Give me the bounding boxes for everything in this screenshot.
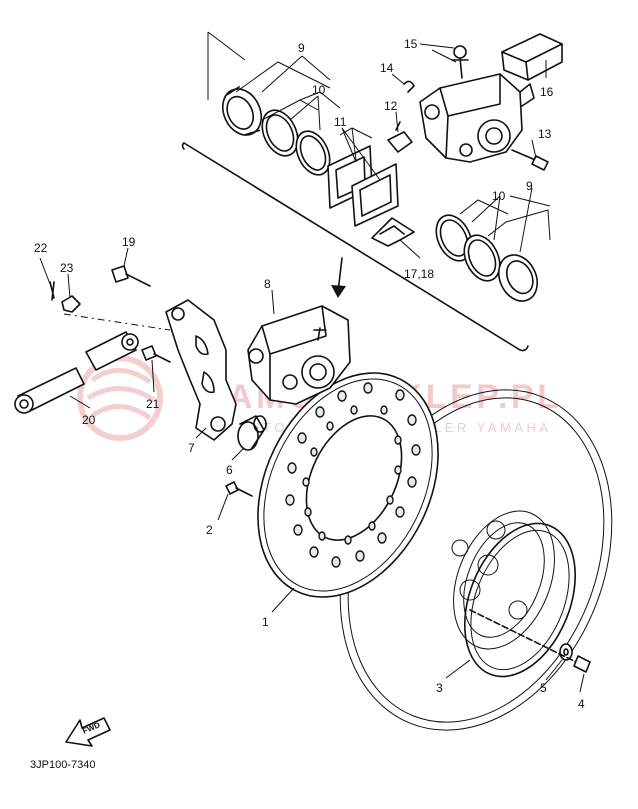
cotter-pin xyxy=(49,281,55,301)
seal-left-2 xyxy=(295,130,331,176)
seal-right-1 xyxy=(435,214,473,262)
drawing-code: 3JP100-7340 xyxy=(30,759,95,771)
piston-right xyxy=(497,254,539,302)
bolt-19 xyxy=(111,265,151,287)
label-23: 23 xyxy=(60,261,74,275)
leader-lines xyxy=(39,43,585,693)
label-9a: 9 xyxy=(298,41,305,55)
part-labels: 9 10 11 12 14 15 16 13 10 9 17,18 8 19 2… xyxy=(34,37,585,711)
caliper-bracket xyxy=(165,299,237,441)
label-3: 3 xyxy=(436,681,443,695)
label-14: 14 xyxy=(380,61,394,75)
piston-seal-group-right xyxy=(435,195,551,302)
label-9b: 9 xyxy=(526,179,533,193)
hub-ring xyxy=(463,522,577,678)
nut-23 xyxy=(61,295,81,313)
piston-left xyxy=(221,86,263,136)
pad-cover xyxy=(501,33,563,81)
caliper-lower xyxy=(247,305,351,405)
torque-rod xyxy=(14,313,171,414)
label-22: 22 xyxy=(34,241,48,255)
label-13: 13 xyxy=(538,127,552,141)
pins-clips xyxy=(387,80,549,171)
label-12: 12 xyxy=(384,99,398,113)
label-10b: 10 xyxy=(492,189,506,203)
label-8: 8 xyxy=(264,277,271,291)
label-21: 21 xyxy=(146,397,160,411)
label-16: 16 xyxy=(540,85,554,99)
washer xyxy=(559,643,573,661)
bolt-2 xyxy=(225,481,253,497)
caliper-upper xyxy=(419,45,535,163)
label-20: 20 xyxy=(82,413,96,427)
bolt-21 xyxy=(141,345,171,363)
label-17-18: 17,18 xyxy=(404,267,434,281)
label-11: 11 xyxy=(334,115,347,129)
label-5: 5 xyxy=(540,681,547,695)
brake-pads xyxy=(327,127,399,227)
seal-right-2 xyxy=(463,234,501,282)
label-10a: 10 xyxy=(312,83,326,97)
label-1: 1 xyxy=(262,615,269,629)
exploded-view-frame xyxy=(181,31,529,352)
pad-spring xyxy=(371,217,415,247)
collar xyxy=(237,415,267,451)
disc-holes xyxy=(285,382,421,568)
label-15: 15 xyxy=(404,37,418,51)
label-7: 7 xyxy=(188,441,195,455)
label-19: 19 xyxy=(122,235,136,249)
label-6: 6 xyxy=(226,463,233,477)
label-4: 4 xyxy=(578,697,585,711)
disc-bolt xyxy=(469,609,591,673)
label-2: 2 xyxy=(206,523,213,537)
brake-disc xyxy=(257,372,439,598)
fwd-arrow-icon: FWD xyxy=(65,717,111,747)
piston-seal-group-left xyxy=(221,61,341,176)
seal-left-1 xyxy=(261,109,299,157)
